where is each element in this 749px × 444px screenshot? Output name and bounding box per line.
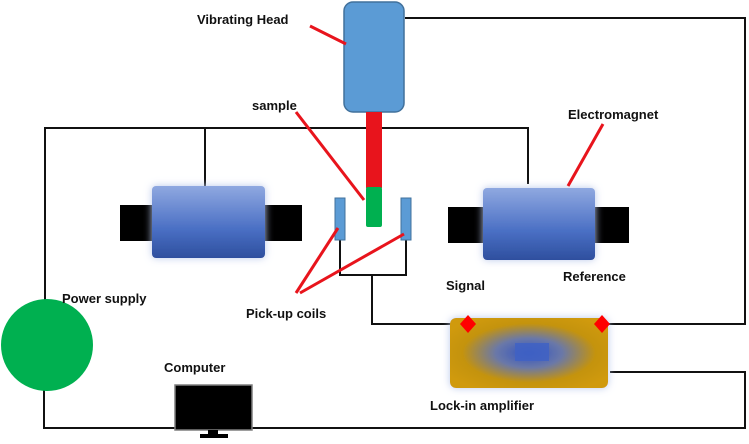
signal-wire — [371, 275, 468, 325]
monitor-icon — [174, 384, 253, 438]
electromagnet-left — [120, 186, 302, 258]
magnet-core-right-outer — [593, 207, 629, 243]
magnet-supply-wire — [44, 127, 529, 312]
label-vibrating-head: Vibrating Head — [197, 12, 289, 27]
top-wire — [405, 17, 746, 325]
magnet-core-left-inner — [264, 205, 302, 241]
magnet-body-right — [483, 188, 595, 260]
label-electromagnet: Electromagnet — [568, 107, 659, 122]
label-lockin-amplifier: Lock-in amplifier — [430, 398, 534, 413]
drive-rod — [366, 112, 382, 188]
pickup-coil-right — [400, 197, 412, 241]
label-signal: Signal — [446, 278, 485, 293]
coil-wires — [339, 238, 407, 276]
pointer-vibrating-head — [309, 24, 347, 46]
sample-holder — [366, 187, 382, 227]
label-computer: Computer — [164, 360, 225, 375]
pointers — [294, 24, 605, 295]
amplifier-output-wire — [43, 371, 746, 429]
pointer-sample — [294, 111, 366, 201]
pointer-coil-right — [299, 232, 405, 295]
signal-connector-icon — [460, 315, 476, 333]
computer-stand — [208, 430, 218, 434]
reference-connector-icon — [594, 315, 610, 333]
electromagnet-right — [448, 188, 629, 260]
power-supply — [1, 299, 93, 391]
pointer-coil-left — [294, 227, 340, 294]
pointer-electromagnet — [566, 123, 605, 187]
magnet-body-left — [152, 186, 265, 258]
label-sample: sample — [252, 98, 297, 113]
pickup-coil-left — [334, 197, 346, 241]
magnet-core-left-outer — [120, 205, 156, 241]
computer-screen — [174, 384, 253, 431]
magnet-core-right-inner — [448, 207, 486, 243]
wires — [43, 17, 746, 429]
computer-base — [200, 434, 228, 438]
label-pickup-coils: Pick-up coils — [246, 306, 326, 321]
label-power-supply: Power supply — [62, 291, 147, 306]
label-reference: Reference — [563, 269, 626, 284]
vibrating-head — [343, 1, 405, 113]
amplifier-core — [515, 343, 549, 361]
